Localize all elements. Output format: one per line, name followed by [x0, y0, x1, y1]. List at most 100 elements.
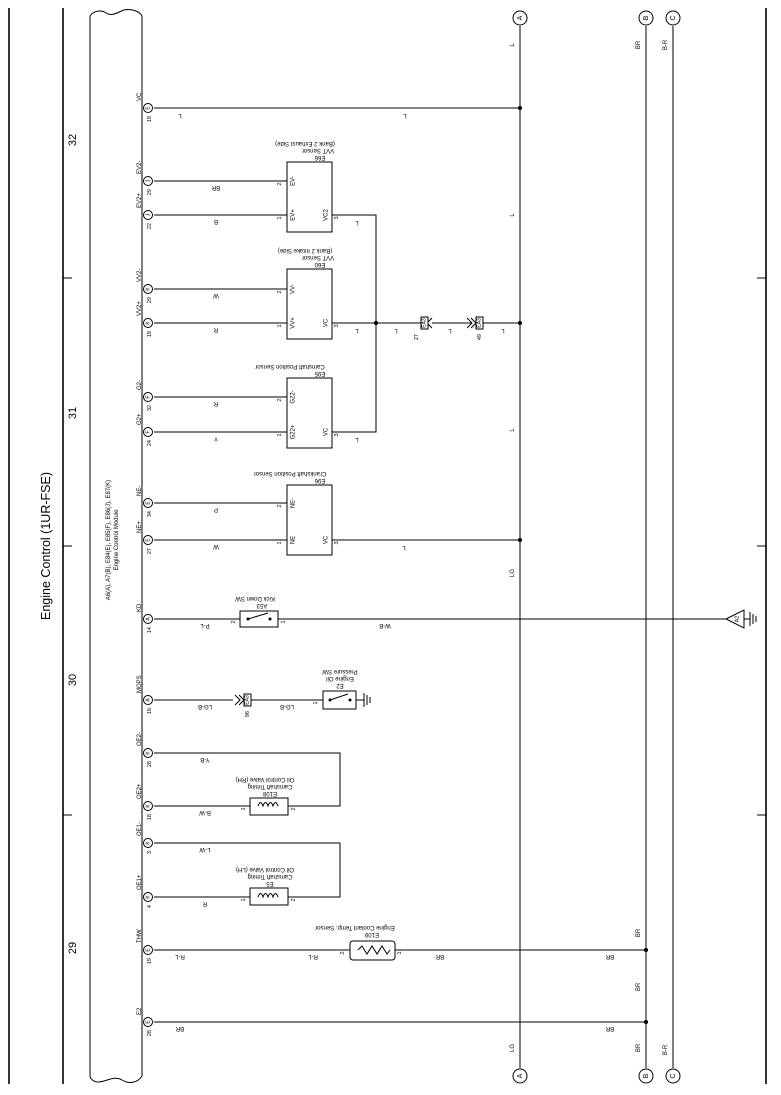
- ecm-pin-number: 34: [147, 511, 153, 517]
- e2-name: Engine Oil: [326, 675, 354, 681]
- ecm-pin: E 28 E2: [137, 1007, 153, 1036]
- ecm-pin-number: 29: [147, 189, 153, 195]
- wire-color-vv-vc: L: [355, 327, 359, 333]
- e66-num-3: 3: [334, 216, 340, 219]
- e95-name: Camshaft Position Sensor: [255, 363, 324, 369]
- ecm-outline: [89, 9, 143, 1084]
- ecm-pin-circle: [143, 103, 153, 113]
- e60-num-2: 2: [277, 290, 283, 293]
- a53-num-1: 1: [281, 620, 287, 623]
- a2-ground: [724, 609, 757, 629]
- ecm-pin-number: 4: [147, 905, 153, 908]
- e96-name: Crankshaft Position Sensor: [254, 470, 327, 476]
- wire-color-e2-a: BR: [175, 1025, 184, 1031]
- e108-oil-control-valve-rh: [154, 752, 341, 816]
- svg-text:B: B: [643, 15, 650, 20]
- e108-num-2: 2: [291, 807, 297, 810]
- wire-color-g2m: R: [213, 400, 218, 406]
- ecm-pin-circle: [143, 695, 153, 705]
- e5-sub: Oil Control Valve (LH): [236, 866, 294, 872]
- bus-a-color-lg: LG: [510, 569, 516, 577]
- ea3-connector-27: [420, 316, 472, 330]
- ecm-pin-connector: E: [145, 1020, 151, 1024]
- e66-code: E66: [314, 154, 325, 160]
- ecm-pin-circle: [143, 614, 153, 624]
- e66-pin-evm: EV-: [291, 176, 297, 186]
- ecm-pin-name: OE1-: [137, 822, 143, 836]
- e95-num-1: 1: [277, 433, 283, 436]
- ecm-pin-circle: [143, 945, 153, 955]
- ecm-pin-connector: A: [145, 698, 151, 702]
- ecm-pin-connector: E: [145, 538, 151, 542]
- wire-color-ea3-right: L: [501, 327, 505, 333]
- e109-name: Engine Coolant Temp. Sensor: [315, 924, 395, 930]
- e96-num-3: 3: [334, 541, 340, 544]
- ecm-pin-circle: [143, 748, 153, 758]
- ecm-pin-connector: E: [145, 948, 151, 952]
- e96-pin-vc: VC: [324, 535, 330, 544]
- e96-crankshaft-sensor: [154, 484, 522, 556]
- ecm-pin-connector: K: [145, 751, 151, 755]
- wire-color-mops-b: LG-B: [280, 703, 294, 709]
- ecm-pin-name: NE+: [137, 521, 143, 533]
- ecm-pin-name: VV2-: [137, 269, 143, 282]
- ecm-pin-connector: E: [145, 106, 151, 110]
- bus-a-color-mid: L: [510, 213, 516, 217]
- ecm-pin-connector: K: [145, 804, 151, 808]
- ecm-pin-number: 24: [147, 440, 153, 446]
- bus-b-bottom-terminal: B: [638, 1068, 654, 1084]
- e5-num-2: 2: [291, 898, 297, 901]
- e96-num-1: 1: [277, 541, 283, 544]
- e95-camshaft-sensor: [154, 377, 333, 449]
- ecm-pin-connector: K: [145, 841, 151, 845]
- e66-num-2: 2: [277, 182, 283, 185]
- ecm-pin-number: 28: [147, 1030, 153, 1036]
- e60-num-3: 3: [334, 324, 340, 327]
- bus-b-color-top: BR: [636, 40, 642, 49]
- ea3-27-num: 27: [414, 334, 420, 340]
- bus-c-color-top: B-R: [663, 39, 669, 50]
- ecm-pin: K 4 OE1+: [137, 874, 153, 908]
- wire-color-vv2m: W: [213, 292, 219, 298]
- e5-num-1: 1: [241, 898, 247, 901]
- e109-coolant-temp-sensor: [154, 940, 648, 961]
- bus-b-color-lower: BR: [636, 982, 642, 991]
- e108-num-1: 1: [241, 807, 247, 810]
- ecm-pin-connector: F: [145, 395, 151, 398]
- bus-a-color-bottom: LG: [510, 1044, 516, 1052]
- wire-color-vv2p: R: [213, 326, 218, 332]
- svg-text:C: C: [670, 15, 677, 20]
- wire-color-g2p: Y: [214, 435, 218, 441]
- ecm-pin-connector: K: [145, 895, 151, 899]
- page-number-31: 31: [67, 407, 79, 419]
- wire-color-thw-b: R-L: [308, 953, 318, 959]
- ecm-pin-number: 32: [147, 405, 153, 411]
- wire-color-ev2m: BR: [211, 184, 220, 190]
- e96-pin-ne: NE: [291, 536, 297, 544]
- wire-color-oe2m: Y-B: [200, 756, 209, 762]
- ecm-pin-name: E2: [137, 1007, 143, 1015]
- wire-color-kd-a: P-L: [200, 622, 210, 628]
- wire-color-vc-b: L: [403, 112, 407, 118]
- ecm-pin-circle: [143, 838, 153, 848]
- ecm-pin-name: MOPS: [137, 675, 143, 693]
- ecm-pin-connector: A: [145, 617, 151, 621]
- ecm-pin-number: 14: [147, 627, 153, 633]
- ecm-pin-name: G2+: [137, 413, 143, 425]
- ecm-pin-name: OE1+: [137, 874, 143, 890]
- ecm-pin-circle: [143, 892, 153, 902]
- wire-color-g2-vc: L: [355, 436, 359, 442]
- diagram-title: Engine Control (1UR-FSE): [39, 472, 53, 620]
- bus-a-top-terminal: A: [512, 10, 528, 26]
- e60-sub: (Bank 2 Intake Side): [278, 247, 332, 253]
- wire-color-vc-a: L: [178, 112, 182, 118]
- ea3-96-num: 96: [245, 711, 251, 717]
- ecm-pin-number: 19: [147, 331, 153, 337]
- svg-text:A: A: [517, 15, 524, 20]
